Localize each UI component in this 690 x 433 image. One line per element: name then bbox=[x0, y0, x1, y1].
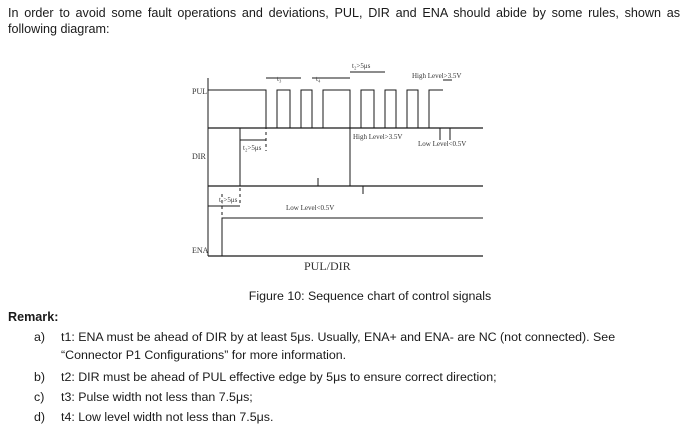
timing-diagram: PUL DIR ENA t₃ t₄ t₂>5μs t₂>5μs t₁>5μs H… bbox=[192, 62, 483, 273]
ena-waveform bbox=[208, 217, 483, 257]
remark-label: d) bbox=[34, 410, 46, 424]
remark-title: Remark: bbox=[8, 310, 59, 324]
remark-label: c) bbox=[34, 390, 45, 404]
axis-title: PUL/DIR bbox=[304, 259, 351, 273]
t3-label: t₃ bbox=[277, 75, 282, 83]
remark-text-cont: “Connector P1 Configurations” for more i… bbox=[61, 348, 347, 362]
dir-high-label: High Level>3.5V bbox=[353, 133, 402, 141]
remark-text: t4: Low level width not less than 7.5μs. bbox=[61, 410, 274, 424]
dir-low-label: Low Level<0.5V bbox=[286, 204, 334, 212]
intro-paragraph: In order to avoid some fault operations … bbox=[8, 6, 680, 36]
t2-top-label: t₂>5μs bbox=[352, 62, 371, 70]
t2-label: t₂>5μs bbox=[243, 144, 262, 152]
dir-waveform bbox=[208, 127, 483, 187]
t1-label: t₁>5μs bbox=[219, 196, 238, 204]
dir-label: DIR bbox=[192, 152, 206, 161]
pul-waveform bbox=[208, 89, 443, 129]
remark-text: t1: ENA must be ahead of DIR by at least… bbox=[61, 330, 616, 344]
t4-label: t₄ bbox=[316, 75, 321, 83]
remark-label: a) bbox=[34, 330, 46, 344]
pul-low-label: Low Level<0.5V bbox=[418, 140, 466, 148]
pul-label: PUL bbox=[192, 87, 207, 96]
remark-label: b) bbox=[34, 370, 46, 384]
remark-text: t2: DIR must be ahead of PUL effective e… bbox=[61, 370, 497, 384]
ena-label: ENA bbox=[192, 246, 209, 255]
figure-caption: Figure 10: Sequence chart of control sig… bbox=[248, 289, 492, 303]
pul-high-label: High Level>3.5V bbox=[412, 72, 461, 80]
remark-text: t3: Pulse width not less than 7.5μs; bbox=[61, 390, 253, 404]
